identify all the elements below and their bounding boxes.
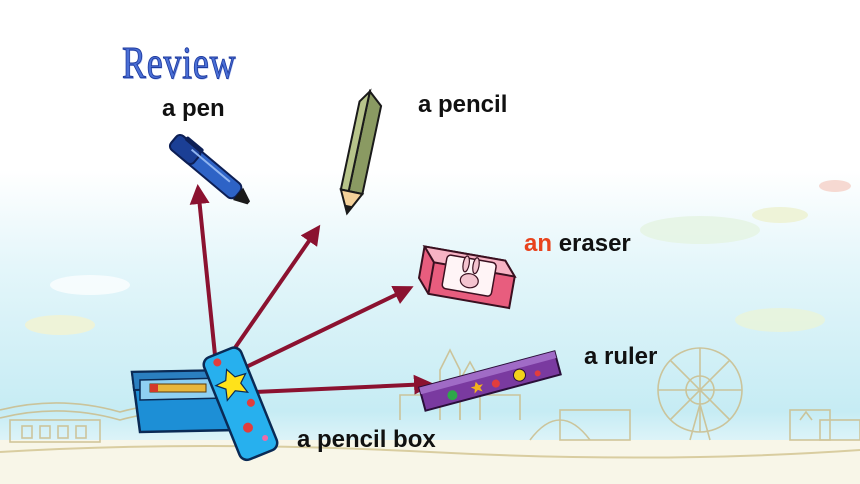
pen-icon: [168, 134, 251, 205]
arrow-to-ruler: [254, 374, 434, 395]
eraser-icon: [417, 245, 517, 310]
arrow-to-eraser: [239, 285, 414, 372]
label-ruler: a ruler: [584, 343, 658, 370]
label-eraser: an eraser: [524, 230, 631, 258]
label-eraser-article: an: [524, 230, 553, 257]
page-title: Review: [122, 37, 237, 89]
ruler-icon: [418, 350, 562, 412]
label-pencil-box: a pencil box: [297, 426, 436, 453]
arrows: [189, 184, 434, 395]
arrow-to-pencil: [228, 224, 321, 357]
label-pen: a pen: [162, 95, 225, 122]
park-scenery: [0, 347, 860, 443]
pencil-box-icon: [130, 346, 279, 462]
label-eraser-noun: eraser: [558, 230, 631, 257]
arrow-to-pen: [189, 184, 217, 356]
label-pencil: a pencil: [418, 91, 508, 118]
pencil-icon: [339, 88, 383, 216]
